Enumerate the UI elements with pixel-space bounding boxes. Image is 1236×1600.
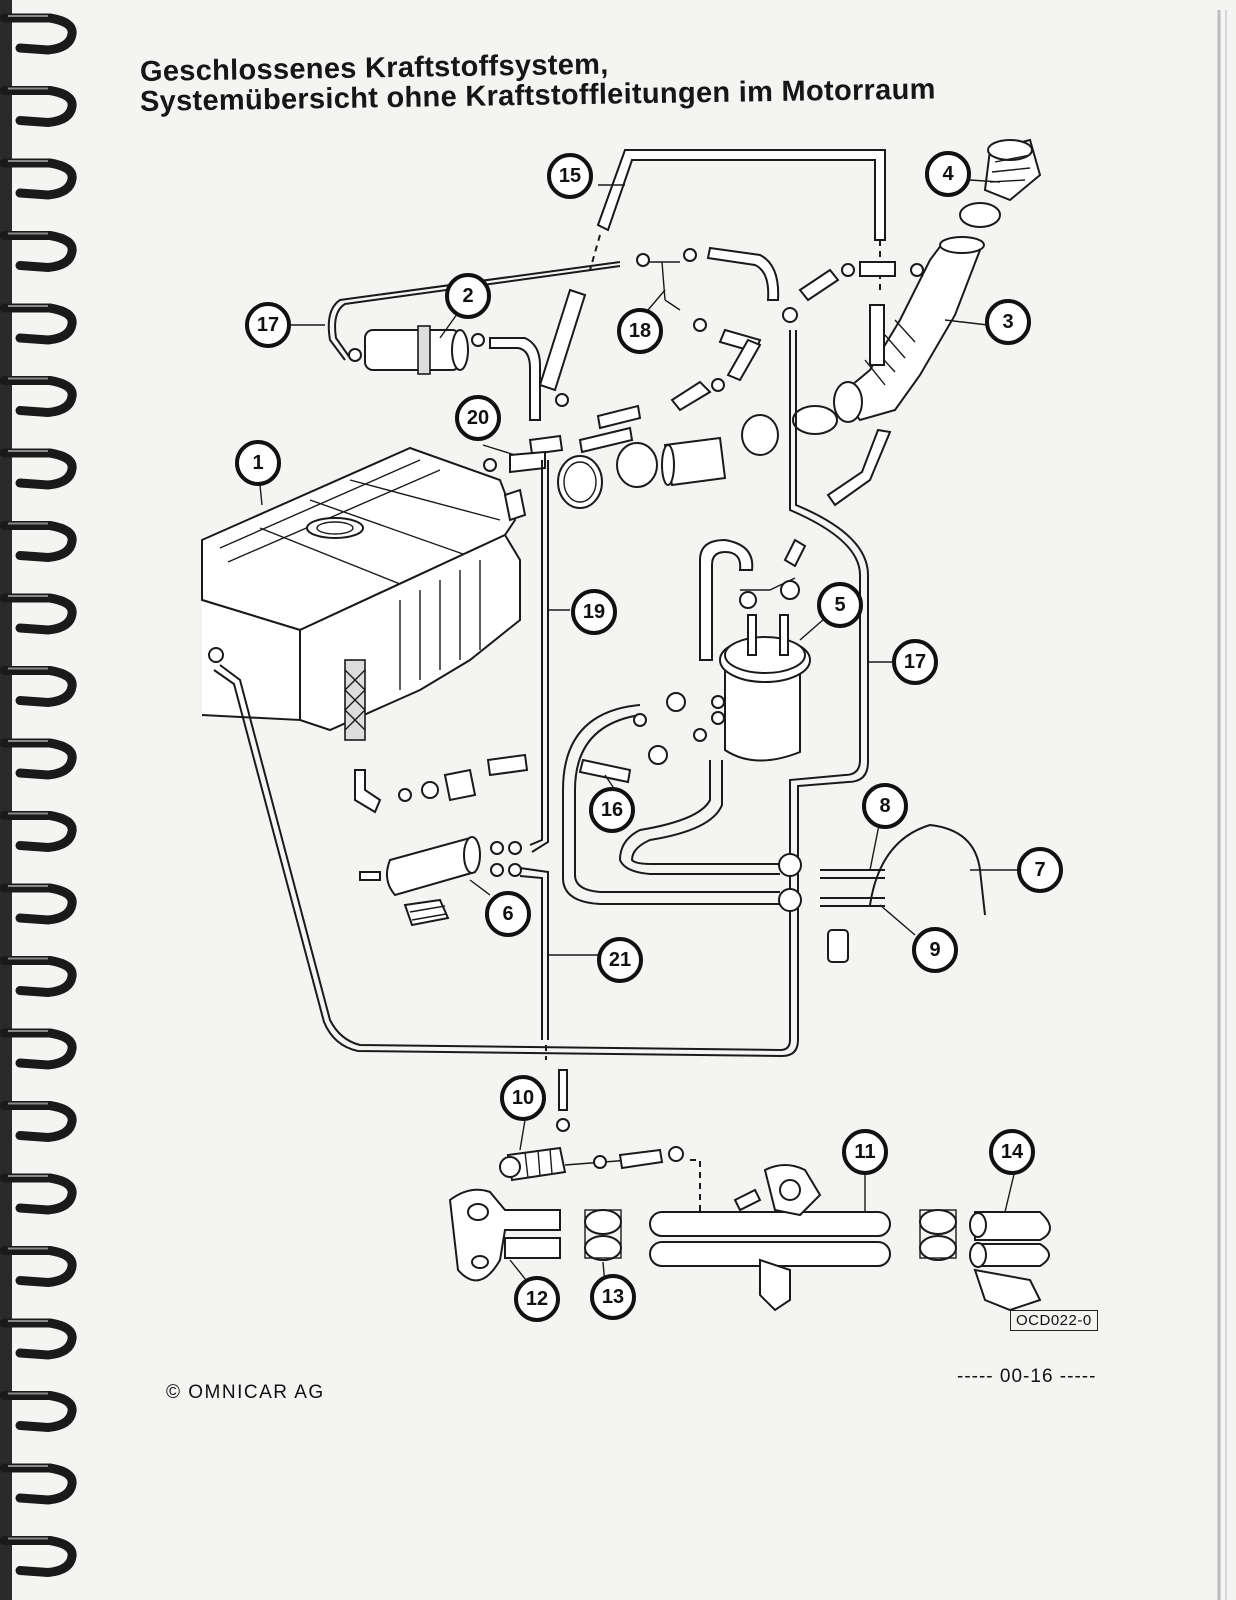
svg-text:1: 1: [252, 452, 263, 474]
binding-coil: [0, 1463, 77, 1505]
svg-text:7: 7: [1034, 859, 1045, 881]
binding-coil: [0, 1028, 77, 1070]
callout-11: 11: [842, 1129, 888, 1175]
svg-text:6: 6: [502, 903, 513, 925]
binding-coil: [0, 883, 77, 925]
fuel-line-19: [529, 460, 543, 846]
callout-18: 18: [617, 308, 663, 354]
callout-9: 9: [912, 927, 958, 973]
callout-16: 16: [589, 787, 635, 833]
svg-text:20: 20: [467, 407, 489, 429]
callout-20: 20: [455, 395, 501, 441]
svg-text:17: 17: [257, 314, 279, 336]
fuel-tank: [201, 446, 527, 741]
filler-cap: [959, 138, 1042, 228]
callout-14: 14: [989, 1129, 1035, 1175]
binding-coil: [0, 1246, 77, 1288]
binding-coil: [0, 1391, 77, 1433]
callout-1: 1: [235, 440, 281, 486]
binding-coil: [0, 231, 77, 273]
callout-7: 7: [1017, 847, 1063, 893]
binding-coil: [0, 376, 77, 418]
binding-coil: [0, 738, 77, 780]
callout-4: 4: [925, 151, 971, 197]
svg-text:15: 15: [559, 165, 581, 187]
filler-neck: [833, 236, 985, 423]
binding-coil: [0, 811, 77, 853]
callout-6: 6: [485, 891, 531, 937]
callout-2: 2: [445, 273, 491, 319]
callout-3: 3: [985, 299, 1031, 345]
svg-text:19: 19: [583, 601, 605, 623]
binding-coil: [0, 303, 77, 345]
svg-text:14: 14: [1001, 1141, 1024, 1163]
callout-13: 13: [590, 1274, 636, 1320]
exhaust-manifold: [448, 1164, 1051, 1312]
callout-19: 19: [571, 589, 617, 635]
svg-text:9: 9: [929, 939, 940, 961]
binding-coil: [0, 593, 77, 635]
svg-text:8: 8: [879, 795, 890, 817]
fuel-filter: [499, 1069, 730, 1216]
carbon-canister-small: [348, 325, 485, 375]
tank-fittings: [354, 753, 529, 814]
svg-text:5: 5: [834, 594, 845, 616]
binding-coil: [0, 521, 77, 563]
binding-coil: [0, 1536, 77, 1578]
binding-coil: [0, 1318, 77, 1360]
binding-coil: [0, 666, 77, 708]
binding-coil: [0, 13, 77, 55]
svg-text:11: 11: [854, 1141, 875, 1163]
callout-17-right: 17: [892, 639, 938, 685]
spiral-binding: [0, 0, 77, 1600]
binding-coil: [0, 86, 77, 128]
upper-hose-cluster: [483, 246, 924, 509]
callout-12: 12: [514, 1276, 560, 1322]
callout-21: 21: [597, 937, 643, 983]
page-number: ----- 00-16 -----: [957, 1366, 1097, 1387]
vent-hose: [589, 149, 886, 290]
callout-10: 10: [500, 1075, 546, 1121]
svg-text:3: 3: [1002, 311, 1013, 333]
binding-coil: [0, 1173, 77, 1215]
binding-coil: [0, 1101, 77, 1143]
fuel-pump: [359, 836, 522, 927]
svg-text:18: 18: [629, 320, 651, 342]
svg-text:21: 21: [609, 949, 631, 971]
wheelhouse-panel: [820, 823, 986, 963]
vent-line-upper: [327, 261, 621, 361]
callout-15: 15: [547, 153, 593, 199]
callout-8: 8: [862, 783, 908, 829]
svg-text:17: 17: [904, 651, 926, 673]
fuel-line-21: [519, 867, 549, 1040]
binding-coil: [0, 956, 77, 998]
svg-text:2: 2: [462, 285, 473, 307]
svg-text:16: 16: [601, 799, 623, 821]
vent-line-right: [219, 330, 861, 1052]
binding-coil: [0, 158, 77, 200]
svg-text:4: 4: [942, 163, 954, 185]
svg-text:10: 10: [512, 1087, 534, 1109]
carbon-canister-large: [699, 538, 811, 762]
svg-text:13: 13: [602, 1286, 624, 1308]
canister-hoses: [562, 692, 802, 912]
svg-text:12: 12: [526, 1288, 548, 1310]
callout-5: 5: [817, 582, 863, 628]
copyright-notice: © OMNICAR AG: [166, 1382, 325, 1403]
figure-code: OCD022-0: [1010, 1310, 1098, 1331]
callout-17-upper: 17: [245, 302, 291, 348]
binding-coil: [0, 448, 77, 490]
